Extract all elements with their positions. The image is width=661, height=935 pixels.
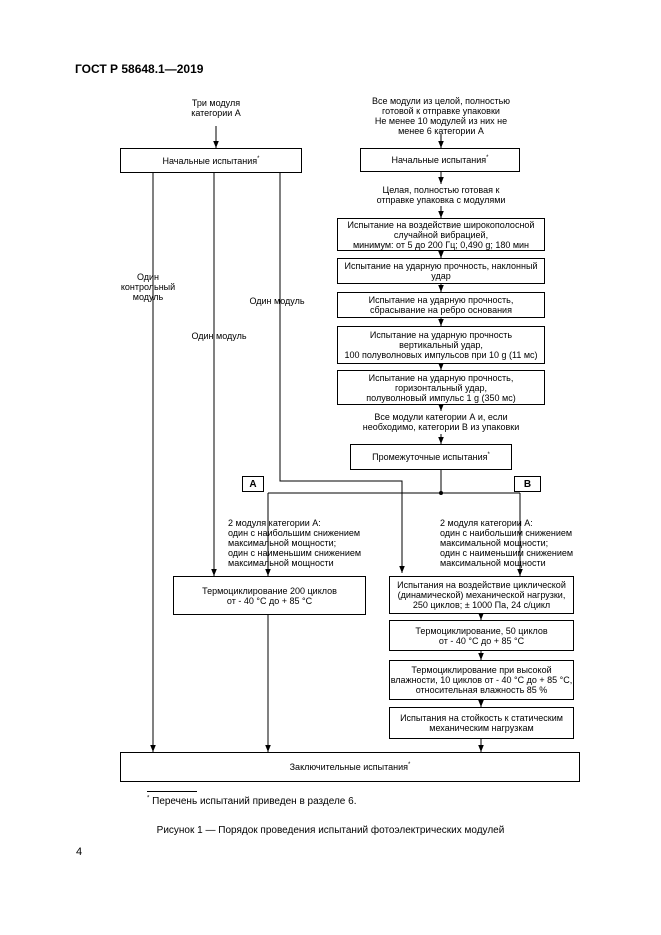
thermo-200-label: Термоциклирование 200 циклов от - 40 °С … <box>202 585 337 606</box>
humidity-label: Термоциклирование при высокой влажности,… <box>390 665 573 695</box>
branch-right-label: Один модуль <box>249 296 305 306</box>
branch-b-tag: В <box>514 476 541 492</box>
branch-mid-label: Один модуль <box>191 331 247 341</box>
branch-a-tag: А <box>242 476 264 492</box>
left-initial-test-box: Начальные испытания* <box>120 148 302 173</box>
step-edge-drop-box: Испытание на ударную прочность, сбрасыва… <box>337 292 545 318</box>
final-test-box: Заключительные испытания* <box>120 752 580 782</box>
step-inclined-impact-label: Испытание на ударную прочность, наклонны… <box>344 261 538 281</box>
thermo-50-label: Термоциклирование, 50 циклов от - 40 °С … <box>415 625 548 646</box>
footnote-mark: * <box>486 155 489 161</box>
footnote: * Перечень испытаний приведен в разделе … <box>147 796 357 807</box>
thermo-50-box: Термоциклирование, 50 циклов от - 40 °С … <box>389 620 574 651</box>
step-vibration-box: Испытание на воздействие широкополосной … <box>337 218 545 251</box>
page-number: 4 <box>76 846 83 858</box>
package-label: Целая, полностью готовая к отправке упак… <box>376 185 506 205</box>
step-vibration-label: Испытание на воздействие широкополосной … <box>347 219 535 250</box>
final-test-label: Заключительные испытания <box>289 762 409 772</box>
footnote-mark: * <box>487 452 490 458</box>
right-initial-test-label: Начальные испытания <box>391 155 487 165</box>
footnote-mark: * <box>257 155 260 162</box>
intermediate-test-box: Промежуточные испытания* <box>350 444 512 470</box>
branch-control-label: Один контрольный модуль <box>120 272 176 302</box>
figure-caption: Рисунок 1 — Порядок проведения испытаний… <box>156 825 505 836</box>
document-header: ГОСТ Р 58648.1—2019 <box>75 62 204 76</box>
split-node <box>439 491 443 495</box>
step-vertical-impact-label: Испытание на ударную прочность вертикаль… <box>344 330 538 360</box>
footnote-mark: * <box>147 795 150 802</box>
cyclic-load-label: Испытания на воздействие циклической (ди… <box>397 580 566 610</box>
thermo-200-box: Термоциклирование 200 циклов от - 40 °С … <box>173 576 366 615</box>
footnote-mark: * <box>408 762 411 768</box>
unpack-label: Все модули категории А и, если необходим… <box>362 412 520 432</box>
cyclic-load-box: Испытания на воздействие циклической (ди… <box>389 576 574 614</box>
humidity-box: Термоциклирование при высокой влажности,… <box>389 660 574 700</box>
footnote-text: Перечень испытаний приведен в разделе 6. <box>152 796 357 807</box>
step-vertical-impact-box: Испытание на ударную прочность вертикаль… <box>337 326 545 364</box>
static-load-box: Испытания на стойкость к статическим мех… <box>389 707 574 739</box>
step-horizontal-impact-label: Испытание на ударную прочность, горизонт… <box>366 372 516 403</box>
left-initial-test-label: Начальные испытания <box>162 155 258 166</box>
footnote-divider <box>147 791 197 792</box>
intermediate-test-label: Промежуточные испытания <box>372 452 488 462</box>
step-edge-drop-label: Испытание на ударную прочность, сбрасыва… <box>368 295 514 315</box>
branch-a-label: 2 модуля категории А: один с наибольшим … <box>228 518 362 568</box>
line-right-module <box>279 173 405 573</box>
branch-b-label: 2 модуля категории А: один с наибольшим … <box>440 518 574 568</box>
right-initial-test-box: Начальные испытания* <box>360 148 520 172</box>
right-input-label: Все модули из целой, полностью готовой к… <box>371 96 511 136</box>
static-load-label: Испытания на стойкость к статическим мех… <box>400 713 563 733</box>
step-horizontal-impact-box: Испытание на ударную прочность, горизонт… <box>337 370 545 405</box>
step-inclined-impact-box: Испытание на ударную прочность, наклонны… <box>337 258 545 284</box>
left-input-label: Три модуля категории А <box>191 98 241 118</box>
